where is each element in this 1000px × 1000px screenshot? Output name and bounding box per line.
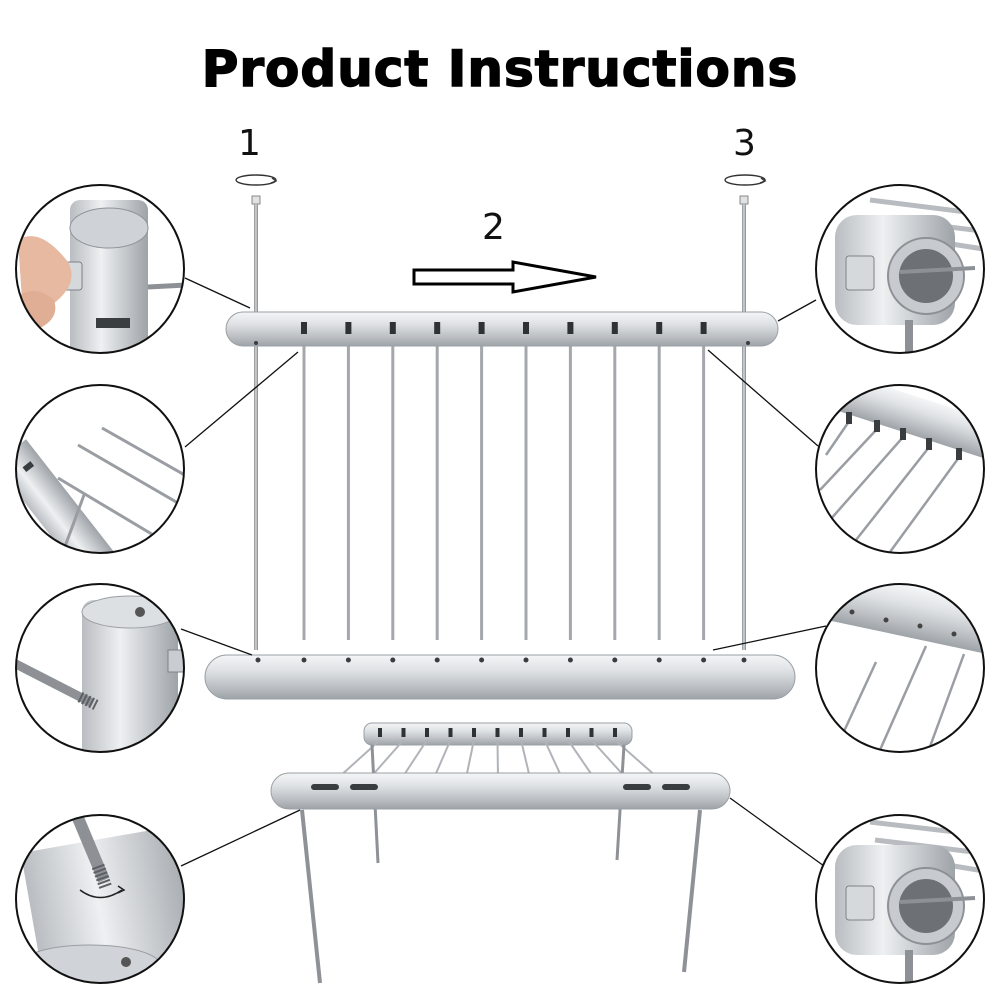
tube-slot <box>496 728 500 737</box>
rotate-icon-right <box>725 175 765 185</box>
tube-slot <box>590 728 594 737</box>
grill-wire <box>525 340 528 640</box>
grill-wire <box>480 340 483 640</box>
grill-wire <box>436 340 439 640</box>
tube-hole <box>568 658 573 663</box>
screw-rod-left <box>252 196 260 650</box>
grill-wire <box>521 740 530 778</box>
tube-slot <box>472 728 476 737</box>
grill-wire <box>569 340 572 640</box>
detail-circle-screw-thread <box>12 584 184 770</box>
tube-slot <box>402 728 406 737</box>
tube-hole <box>746 341 750 345</box>
grill-wire <box>434 740 451 778</box>
grill-wire <box>568 740 594 778</box>
tube-slot <box>701 322 707 334</box>
grill-wire <box>613 340 616 640</box>
top-slotted-tube <box>226 312 778 346</box>
detail-circle-knob-insert <box>14 185 186 370</box>
rotate-icon-left <box>236 175 276 185</box>
tube-hole <box>302 658 307 663</box>
grill-wires <box>303 340 706 640</box>
grill-wire <box>391 340 394 640</box>
tube-slot <box>523 322 529 334</box>
tube-slot <box>612 322 618 334</box>
detail-circle-knob-end <box>816 185 990 380</box>
tube-slot <box>656 322 662 334</box>
grill-wire <box>498 740 499 778</box>
detail-circle-wire-slots <box>0 385 190 606</box>
detail-circle-leg-screw <box>16 815 213 991</box>
tube-slot <box>390 322 396 334</box>
tube-slot <box>519 728 523 737</box>
tube-hole <box>390 658 395 663</box>
tube-hole <box>701 658 706 663</box>
detail-circle-knob-assembled <box>816 815 990 990</box>
bottom-holed-tube <box>205 655 795 699</box>
grill-wire <box>402 740 427 778</box>
tube-hole <box>254 341 258 345</box>
grill-wire <box>702 340 705 640</box>
grill-wire <box>658 340 661 640</box>
grill-wire <box>303 340 306 640</box>
tube-hole <box>742 658 747 663</box>
tube-slot <box>566 728 570 737</box>
tube-hole <box>612 658 617 663</box>
tube-hole <box>524 658 529 663</box>
tube-slot <box>301 322 307 334</box>
detail-circle-slot-wires <box>816 368 1000 553</box>
tube-slot <box>449 728 453 737</box>
tube-slot <box>543 728 547 737</box>
tube-hole <box>256 658 261 663</box>
direction-arrow <box>414 262 596 292</box>
grill-wire <box>466 740 474 778</box>
tube-slot <box>567 322 573 334</box>
tube-slot <box>345 322 351 334</box>
grill-wire <box>545 740 563 778</box>
tube-slot <box>613 728 617 737</box>
screw-rod-right <box>740 196 748 650</box>
assembled-grill <box>271 723 730 983</box>
tube-slot <box>434 322 440 334</box>
tube-slot <box>479 322 485 334</box>
tube-hole <box>346 658 351 663</box>
tube-slot <box>425 728 429 737</box>
detail-circle-hole-wires <box>807 567 1000 752</box>
tube-hole <box>479 658 484 663</box>
tube-hole <box>657 658 662 663</box>
grill-wire <box>347 340 350 640</box>
tube-slot <box>378 728 382 737</box>
tube-hole <box>435 658 440 663</box>
